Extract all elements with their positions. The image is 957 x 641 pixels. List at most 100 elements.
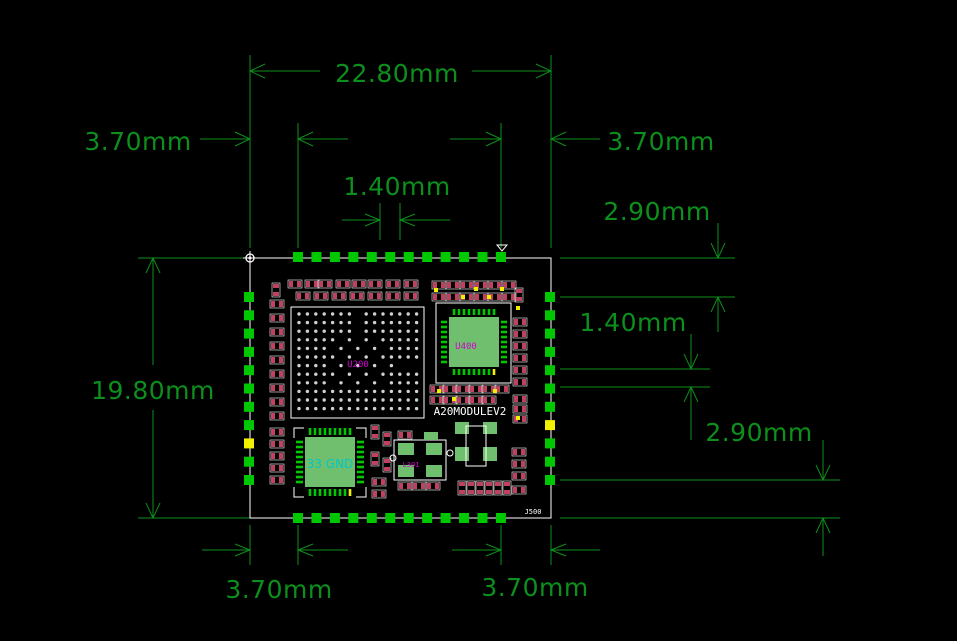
capacitor-pad: [522, 355, 526, 361]
edge-pad-bottom: [459, 513, 470, 523]
qfn-pin: [462, 369, 466, 375]
resistor-pad: [470, 386, 474, 392]
bga-ball: [322, 406, 326, 411]
capacitor-pad: [297, 281, 301, 287]
resistor-pad: [483, 386, 487, 392]
capacitor-pad: [447, 294, 451, 300]
capacitor-pad: [327, 281, 331, 287]
capacitor-pad: [413, 281, 417, 287]
capacitor-pad: [514, 355, 518, 361]
capacitor-pad: [514, 343, 518, 349]
capacitor-pad: [273, 292, 279, 296]
bga-ball: [364, 312, 368, 316]
capacitor-pad: [483, 282, 487, 288]
bga-ball: [339, 389, 343, 394]
edge-pad-left: [244, 401, 254, 412]
bga-ball: [381, 398, 385, 402]
bga-ball: [406, 406, 410, 411]
capacitor: [370, 451, 380, 467]
bga-ball: [356, 389, 360, 394]
qfn-pin: [323, 428, 327, 435]
resistor-pad: [468, 482, 474, 486]
bga-ball: [381, 338, 385, 342]
capacitor-pad: [497, 282, 501, 288]
edge-pad-left: [244, 383, 254, 394]
resistor-pad: [457, 386, 461, 392]
qfn-pin: [501, 320, 507, 324]
bga-ball: [406, 312, 410, 316]
resistor-pad: [504, 386, 508, 392]
capacitor: [511, 485, 527, 495]
bga-ball: [339, 381, 343, 385]
qfn-pin: [357, 460, 364, 464]
resistor-pad: [457, 397, 461, 403]
capacitor-pad: [271, 329, 275, 335]
resistor-pad: [439, 397, 443, 403]
pmu-net-label: 33 GND: [307, 457, 354, 471]
bga-ball: [389, 381, 394, 385]
capacitor-pad: [279, 357, 283, 363]
capacitor-pad: [279, 399, 283, 405]
dim-right-upper: 2.90mm: [603, 197, 710, 226]
bga-ball: [347, 329, 352, 333]
bga-ball: [389, 329, 394, 333]
bga-ball: [347, 312, 352, 316]
qfn-pin: [357, 450, 364, 454]
bga-ball: [356, 406, 360, 411]
bga-ball: [314, 406, 318, 411]
bga-ball: [364, 372, 368, 376]
qfn-pin: [472, 369, 476, 375]
qfn-pin: [487, 369, 491, 375]
bga-ball: [322, 372, 326, 376]
edge-pad-bottom: [348, 513, 359, 523]
resistor-pad: [315, 293, 319, 299]
bga-ball: [381, 312, 385, 316]
resistor-pad: [477, 490, 483, 494]
bga-ball: [347, 389, 352, 394]
bga-ball: [305, 346, 310, 351]
capacitor-pad: [497, 294, 501, 300]
qfn-pin: [492, 369, 496, 375]
bga-ball: [314, 398, 318, 402]
bga-ball: [314, 320, 318, 325]
qfn-pin: [441, 335, 447, 339]
dim-right-top: 3.70mm: [607, 127, 714, 156]
bga-ball: [330, 312, 335, 316]
bga-ball: [406, 372, 410, 376]
resistor: [371, 477, 387, 487]
bga-ball: [389, 398, 394, 402]
resistor-pad: [333, 293, 337, 299]
qfn-pin: [501, 355, 507, 359]
edge-pad-left: [244, 420, 254, 431]
capacitor-pad: [384, 467, 390, 471]
bga-ball: [339, 406, 343, 411]
bga-ball: [297, 329, 301, 333]
capacitor-pad: [384, 441, 390, 445]
edge-pad-top: [293, 252, 303, 262]
capacitor-pad: [521, 473, 525, 479]
bga-ball: [398, 372, 402, 376]
bga-ball: [305, 338, 310, 342]
capacitor-pad: [503, 282, 507, 288]
capacitor-pad: [306, 281, 310, 287]
capacitor: [317, 279, 333, 289]
edge-pad-left: [244, 292, 254, 302]
bga-ball: [406, 355, 410, 359]
capacitor: [511, 447, 527, 457]
qfn-pin: [318, 428, 322, 435]
qfn-pin: [452, 369, 456, 375]
resistor-pad: [279, 441, 283, 447]
qfn-pin: [357, 480, 364, 484]
qfn-pin: [357, 475, 364, 479]
resistor-pad: [413, 293, 417, 299]
bga-ball: [398, 346, 402, 351]
pad-accent: [516, 306, 520, 310]
bga-ball: [339, 346, 343, 351]
resistor-pad: [381, 479, 385, 485]
bga-ball: [322, 329, 326, 333]
bga-ball: [414, 381, 419, 385]
capacitor-pad: [514, 367, 518, 373]
capacitor: [403, 279, 419, 289]
connector-ref-label: J500: [525, 508, 542, 516]
qfn-pin: [357, 440, 364, 444]
